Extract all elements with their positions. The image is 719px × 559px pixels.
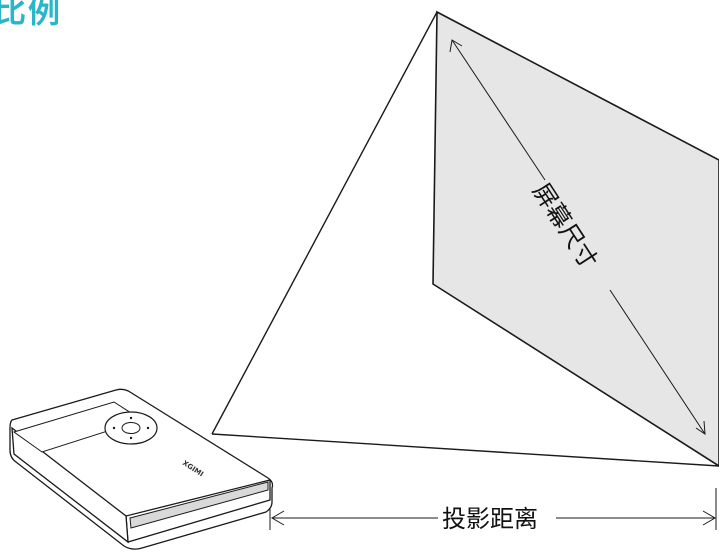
control-up-icon <box>129 416 133 420</box>
control-down-icon <box>129 436 133 440</box>
screen-diagonal-arrow <box>449 39 706 435</box>
distance-dimension <box>269 488 717 530</box>
projector-side-face <box>11 426 129 544</box>
projection-screen <box>432 10 719 467</box>
page-title: 比例 <box>0 0 63 30</box>
control-right-icon <box>146 426 150 430</box>
throw-distance-label: 投影距离 <box>442 505 538 533</box>
projector-device <box>9 388 274 550</box>
projector-lens-strip <box>129 481 269 529</box>
control-center-button-icon <box>121 422 141 434</box>
projection-beam <box>211 11 719 467</box>
control-left-icon <box>112 426 116 430</box>
